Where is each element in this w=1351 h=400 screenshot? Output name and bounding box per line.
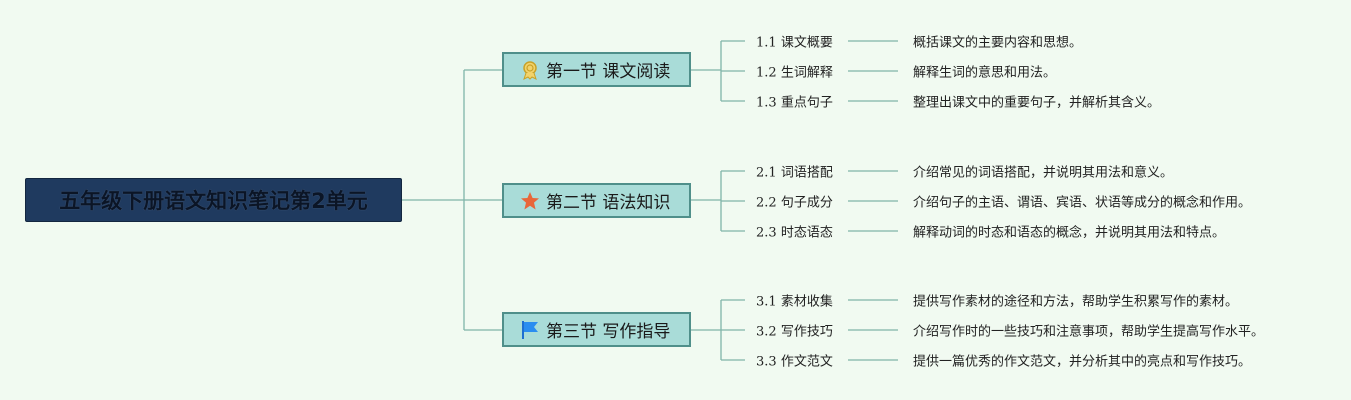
section-title: 第三节 写作指导 xyxy=(546,322,671,342)
subtopic-item[interactable]: 1.1 课文概要 xyxy=(756,32,833,51)
root-topic-label: 五年级下册语文知识笔记第2单元 xyxy=(59,189,368,213)
subtopic-label: 作文范文 xyxy=(780,354,833,370)
subtopic-item[interactable]: 3.2 写作技巧 xyxy=(756,321,833,340)
flag-icon xyxy=(520,320,540,340)
subtopic-label: 时态语态 xyxy=(780,225,833,241)
root-topic[interactable]: 五年级下册语文知识笔记第2单元 xyxy=(25,178,402,222)
subtopic-label: 词语搭配 xyxy=(780,165,833,181)
subtopic-item[interactable]: 3.3 作文范文 xyxy=(756,351,833,370)
section-title: 第二节 语法知识 xyxy=(546,193,671,213)
award-medal-icon xyxy=(520,60,540,80)
star-icon xyxy=(520,191,540,211)
section-title: 第一节 课文阅读 xyxy=(546,62,671,82)
subtopic-item[interactable]: 2.2 句子成分 xyxy=(756,192,833,211)
section-writing[interactable]: 第三节 写作指导 xyxy=(502,312,691,347)
subtopic-item[interactable]: 1.2 生词解释 xyxy=(756,62,833,81)
subtopic-description[interactable]: 解释生词的意思和用法。 xyxy=(913,65,1057,81)
subtopic-item[interactable]: 3.1 素材收集 xyxy=(756,291,833,310)
subtopic-label: 写作技巧 xyxy=(780,324,833,340)
subtopic-number: 2.2 xyxy=(756,195,777,211)
subtopic-description[interactable]: 提供一篇优秀的作文范文，并分析其中的亮点和写作技巧。 xyxy=(913,354,1252,370)
subtopic-number: 3.2 xyxy=(756,324,777,340)
subtopic-label: 句子成分 xyxy=(780,195,833,211)
subtopic-label: 课文概要 xyxy=(780,35,833,51)
subtopic-description[interactable]: 介绍常见的词语搭配，并说明其用法和意义。 xyxy=(913,165,1174,181)
subtopic-number: 1.1 xyxy=(756,35,777,51)
subtopic-description[interactable]: 介绍句子的主语、谓语、宾语、状语等成分的概念和作用。 xyxy=(913,195,1252,211)
subtopic-label: 重点句子 xyxy=(780,95,833,111)
subtopic-number: 3.3 xyxy=(756,354,777,370)
subtopic-description[interactable]: 解释动词的时态和语态的概念，并说明其用法和特点。 xyxy=(913,225,1226,241)
subtopic-description[interactable]: 介绍写作时的一些技巧和注意事项，帮助学生提高写作水平。 xyxy=(913,324,1265,340)
section-reading[interactable]: 第一节 课文阅读 xyxy=(502,52,691,87)
subtopic-description[interactable]: 提供写作素材的途径和方法，帮助学生积累写作的素材。 xyxy=(913,294,1239,310)
subtopic-label: 生词解释 xyxy=(780,65,833,81)
subtopic-description[interactable]: 概括课文的主要内容和思想。 xyxy=(913,35,1083,51)
subtopic-number: 3.1 xyxy=(756,294,777,310)
subtopic-label: 素材收集 xyxy=(780,294,833,310)
subtopic-number: 2.1 xyxy=(756,165,777,181)
section-grammar[interactable]: 第二节 语法知识 xyxy=(502,183,691,218)
subtopic-item[interactable]: 2.3 时态语态 xyxy=(756,222,833,241)
subtopic-item[interactable]: 1.3 重点句子 xyxy=(756,92,833,111)
subtopic-number: 1.3 xyxy=(756,95,777,111)
subtopic-number: 1.2 xyxy=(756,65,777,81)
subtopic-description[interactable]: 整理出课文中的重要句子，并解析其含义。 xyxy=(913,95,1161,111)
subtopic-item[interactable]: 2.1 词语搭配 xyxy=(756,162,833,181)
subtopic-number: 2.3 xyxy=(756,225,777,241)
